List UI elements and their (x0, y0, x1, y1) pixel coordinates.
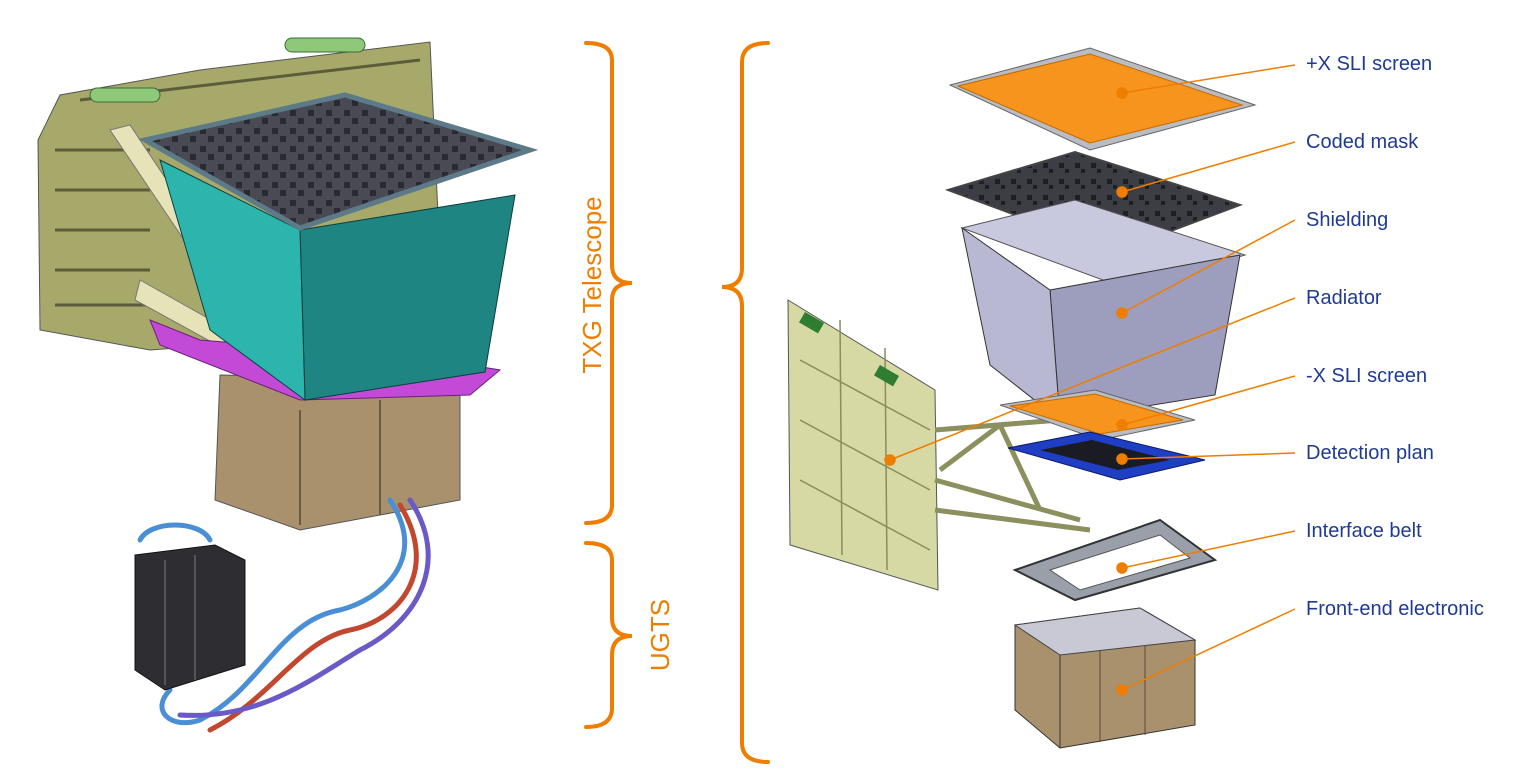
label-interface-belt: Interface belt (1306, 520, 1422, 542)
txg-bracket (584, 41, 633, 525)
label-coded-mask: Coded mask (1306, 131, 1419, 153)
label-shielding: Shielding (1306, 209, 1389, 231)
assembled-shielding-side (159, 159, 306, 402)
label-plus-x-sli-screen: +X SLI screen (1306, 53, 1433, 75)
radiator-truss (934, 417, 1091, 533)
ugts-bracket (584, 541, 633, 729)
txg-telescope-label: TXG Telescope (577, 196, 607, 374)
label-front-end-electronic: Front-end electronic (1306, 598, 1484, 620)
label-radiator: Radiator (1306, 287, 1382, 309)
radiator-part (787, 299, 939, 591)
full-assembly-bracket (721, 41, 770, 764)
heat-pipe-right (284, 37, 366, 53)
label-detection-plan: Detection plan (1306, 442, 1434, 464)
assembled-instrument-illustration (37, 37, 539, 733)
leader-lines (884, 64, 1296, 696)
exploded-view-illustration (787, 47, 1257, 749)
heat-pipe-left (89, 87, 161, 103)
label-minus-x-sli-screen: -X SLI screen (1306, 365, 1428, 387)
ugts-label: UGTS (645, 598, 675, 672)
ugts-box (134, 544, 246, 691)
assembled-shielding-front (299, 194, 516, 401)
assembled-coded-mask (138, 92, 539, 231)
harness-cables (137, 497, 431, 733)
